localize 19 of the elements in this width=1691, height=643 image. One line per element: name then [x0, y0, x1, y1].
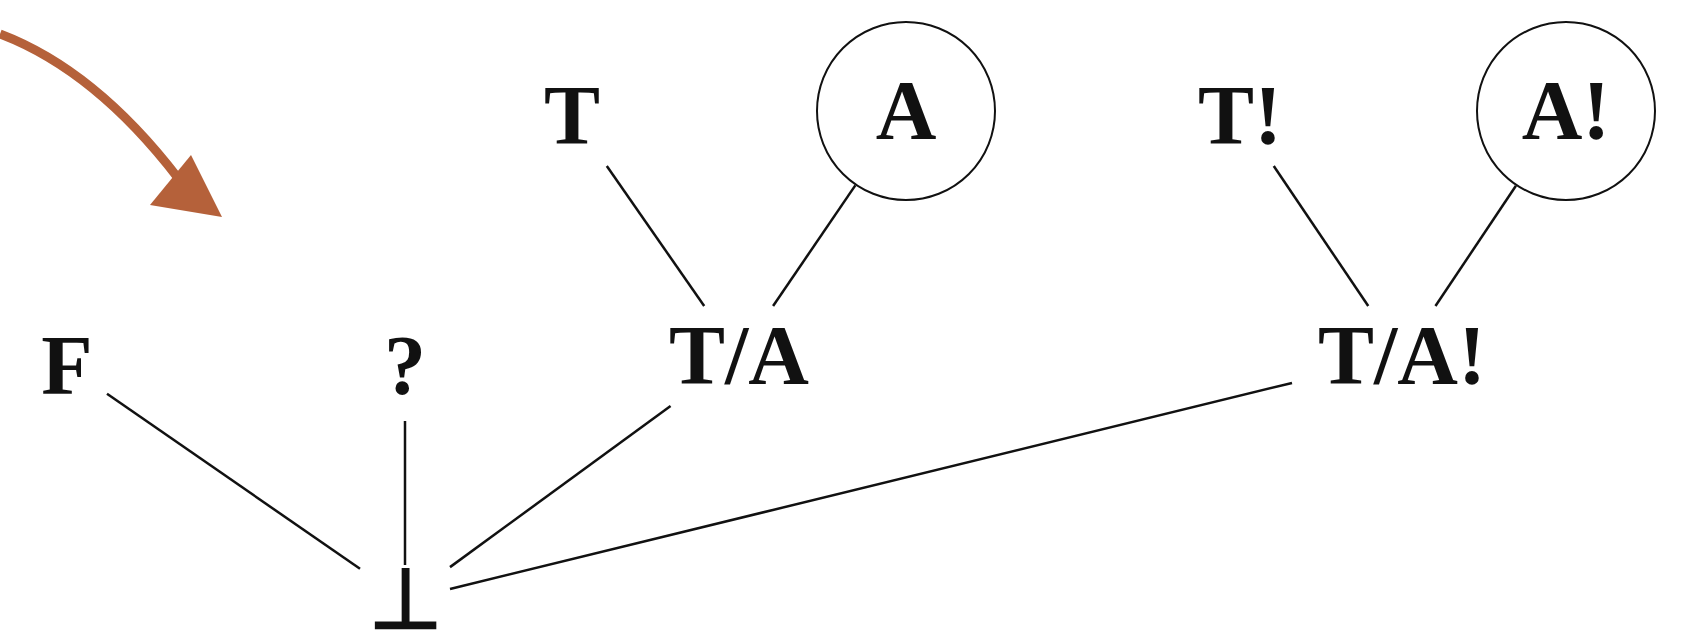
- connector-line: [106, 392, 361, 570]
- connector-line: [403, 421, 407, 565]
- connector-line: [449, 405, 672, 569]
- connector-line: [605, 165, 706, 307]
- node-label: ?: [384, 324, 426, 408]
- node-label: T: [544, 74, 600, 158]
- circle-node: [1476, 21, 1656, 201]
- connector-line: [449, 381, 1293, 591]
- node-label: T!: [1198, 74, 1282, 158]
- connector-line: [772, 184, 857, 307]
- connector-line: [1434, 185, 1517, 307]
- node-label: F: [41, 324, 93, 408]
- connector-line: [1272, 165, 1370, 307]
- node-label: A: [875, 69, 937, 153]
- node-label: A!: [1521, 69, 1611, 153]
- node-label: ⊥: [368, 558, 442, 642]
- node-label: T/A: [669, 314, 809, 398]
- circle-node: [816, 21, 996, 201]
- node-label: T/A!: [1318, 314, 1486, 398]
